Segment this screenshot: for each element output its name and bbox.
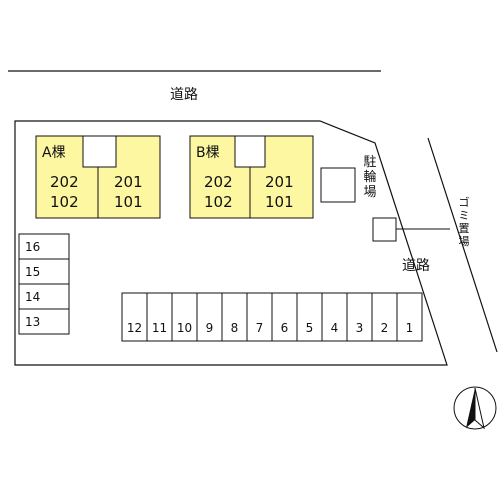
parking-slot-12 [121,292,148,342]
building-a-notch [82,135,117,168]
parking-slot-label-16: 16 [25,240,41,254]
parking-bottom-row [121,292,423,342]
parking-slot-label-7: 7 [255,321,264,335]
parking-slot-label-4: 4 [330,321,339,335]
parking-slot-label-11: 11 [151,321,168,335]
building-b-unit-201: 201 [265,173,294,191]
trash-area-box [372,217,397,242]
parking-slot-label-3: 3 [355,321,364,335]
building-b-title: B棵 [196,145,220,161]
parking-left-column [18,233,70,335]
building-a-unit-202: 202 [50,173,79,191]
parking-slot-8 [221,292,248,342]
parking-slot-label-13: 13 [25,315,41,329]
trash-area-label: ゴミ置場 [458,196,470,248]
building-b-unit-102: 102 [204,193,233,211]
parking-slot-3 [346,292,373,342]
building-b-notch [234,135,266,168]
building-a-title: A棵 [42,145,66,161]
parking-slot-label-12: 12 [126,321,143,335]
building-b-unit-101: 101 [265,193,294,211]
parking-slot-label-8: 8 [230,321,239,335]
bicycle-parking-label: 駐輪場 [363,155,377,200]
parking-slot-16 [18,233,70,260]
parking-slot-11 [146,292,173,342]
parking-slot-label-10: 10 [176,321,193,335]
right-road-label: 道路 [402,258,430,274]
building-b-unit-202: 202 [204,173,233,191]
bicycle-parking-box [320,167,356,203]
parking-slot-label-6: 6 [280,321,289,335]
parking-slot-4 [321,292,348,342]
parking-slot-7 [246,292,273,342]
parking-slot-13 [18,308,70,335]
building-b [189,135,314,219]
parking-slot-label-15: 15 [25,265,41,279]
parking-slot-9 [196,292,223,342]
parking-slot-14 [18,283,70,310]
parking-slot-10 [171,292,198,342]
building-a [35,135,161,219]
building-a-unit-201: 201 [114,173,143,191]
parking-slot-label-5: 5 [305,321,314,335]
building-a-unit-102: 102 [50,193,79,211]
property-boundary [14,120,448,366]
parking-slot-label-1: 1 [405,321,414,335]
parking-slot-label-14: 14 [25,290,41,304]
top-road-label: 道路 [170,87,198,103]
north-arrow-icon [453,386,497,430]
building-a-unit-101: 101 [114,193,143,211]
parking-slot-label-9: 9 [205,321,214,335]
parking-slot-1 [396,292,423,342]
parking-slot-15 [18,258,70,285]
parking-slot-label-2: 2 [380,321,389,335]
right-road-line [427,137,498,353]
